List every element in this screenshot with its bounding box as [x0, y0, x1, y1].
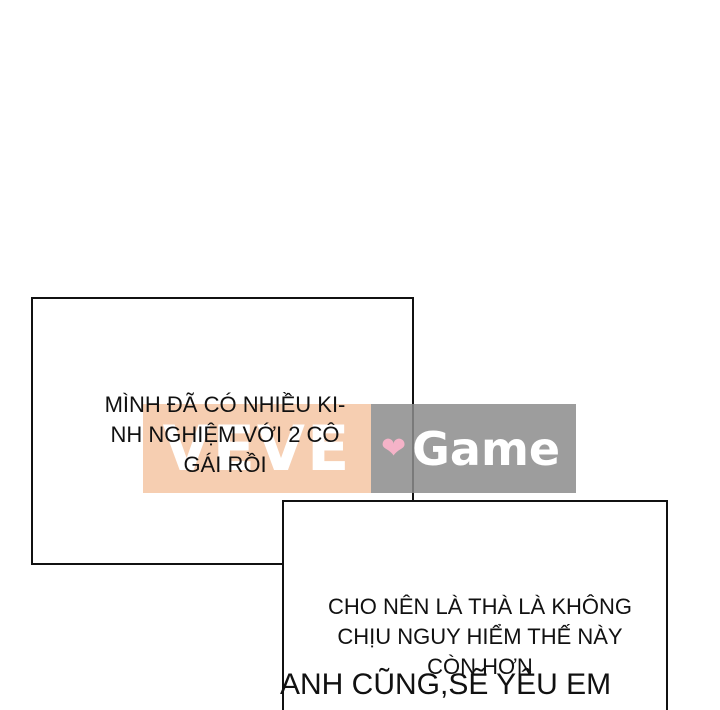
speech-line: MÌNH ĐÃ CÓ NHIỀU KI- — [104, 392, 346, 417]
site-watermark: VEVE ❤ Game — [143, 404, 576, 493]
watermark-right-logo: ❤ Game — [371, 404, 576, 493]
speech-text-upper: MÌNH ĐÃ CÓ NHIỀU KI- NH NGHIỆM VỚI 2 CÔ … — [80, 390, 370, 480]
speech-line: CHỊU NGUY HIỂM THẾ NÀY — [337, 624, 623, 649]
caption-bottom: ANH CŨNG,SẼ YÊU EM — [280, 668, 612, 701]
watermark-game-label: Game — [412, 421, 561, 476]
speech-text-lower: CHO NÊN LÀ THÀ LÀ KHÔNG CHỊU NGUY HIỂM T… — [290, 592, 670, 682]
speech-line: GÁI RỒI — [183, 452, 267, 477]
speech-line: CHO NÊN LÀ THÀ LÀ KHÔNG — [328, 594, 632, 619]
speech-line: NH NGHIỆM VỚI 2 CÔ — [110, 422, 340, 447]
heart-icon: ❤ — [381, 432, 407, 465]
watermark-left-logo: VEVE — [143, 404, 371, 493]
panel-overlap-mask — [284, 502, 412, 564]
speech-line: CÒN HƠN — [427, 654, 533, 679]
